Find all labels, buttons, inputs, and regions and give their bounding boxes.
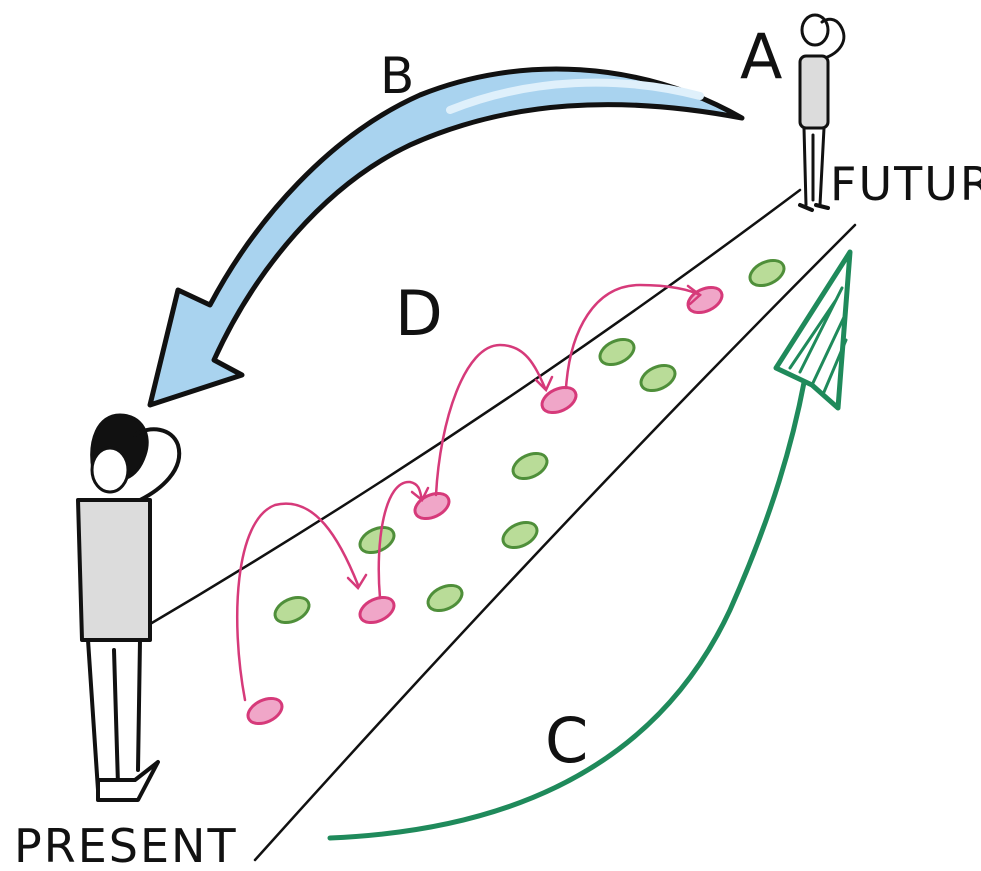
pink-arrowhead	[534, 375, 554, 393]
pink-hop-arrow	[235, 502, 360, 702]
pink-hop-arrows	[235, 283, 702, 702]
pink-step	[540, 385, 578, 415]
present-person-torso	[76, 498, 152, 642]
label-c: C	[545, 704, 588, 777]
label-future: FUTURE	[830, 157, 981, 211]
green-step	[501, 520, 539, 550]
green-step	[639, 363, 677, 393]
arrow-c-head	[773, 249, 853, 411]
green-steps	[273, 258, 786, 625]
arrow-c	[327, 249, 853, 841]
road	[138, 188, 857, 862]
present-person-legs	[86, 638, 142, 792]
pink-hop-arrow	[564, 283, 702, 390]
label-b: B	[380, 47, 414, 105]
road-upper-edge	[138, 188, 802, 632]
green-step	[273, 595, 311, 625]
pink-arrowhead	[346, 573, 368, 591]
arrow-b-body	[147, 66, 745, 408]
present-person-feet	[96, 760, 160, 802]
label-a: A	[740, 20, 782, 93]
pink-arrowhead	[410, 486, 430, 502]
future-person-feet	[798, 203, 830, 212]
pink-hop-arrow	[377, 480, 424, 600]
pink-step	[246, 696, 284, 726]
pink-arrowhead	[686, 284, 702, 306]
pink-hop-arrow	[434, 343, 547, 497]
label-present: PRESENT	[14, 819, 238, 871]
pink-step	[413, 491, 451, 521]
green-step	[426, 583, 464, 613]
pink-step	[358, 595, 396, 625]
label-d: D	[395, 277, 443, 350]
road-lower-edge	[253, 223, 857, 862]
green-step	[598, 337, 636, 367]
green-step	[748, 258, 786, 288]
present-person-face	[90, 446, 130, 494]
future-person	[798, 13, 846, 212]
present-person-arm	[133, 427, 182, 502]
future-person-body	[798, 54, 830, 130]
green-step	[511, 451, 549, 481]
arrow-b	[147, 66, 745, 408]
arrow-c-hatching	[788, 286, 848, 394]
present-person	[76, 413, 182, 802]
future-person-arm	[816, 17, 846, 62]
arrow-b-highlight	[446, 78, 704, 114]
future-person-legs	[802, 126, 826, 207]
arrow-c-shaft	[327, 357, 811, 841]
pink-steps	[246, 285, 724, 726]
green-step	[358, 525, 396, 555]
